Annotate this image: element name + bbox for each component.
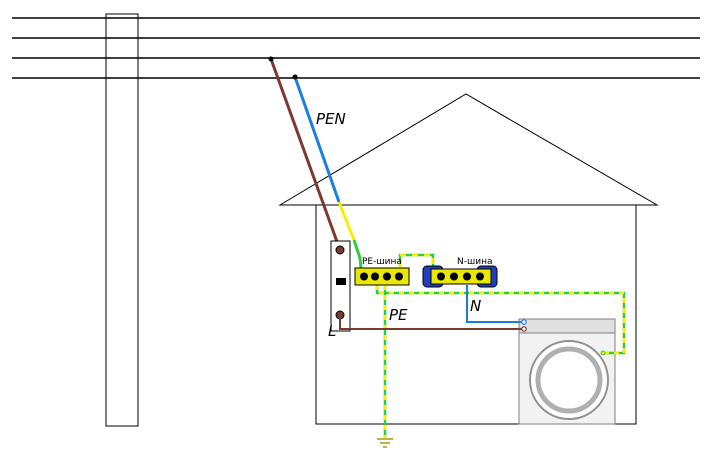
phase-wire-to-appliance	[339, 315, 524, 330]
appliance-pe-terminal	[600, 350, 606, 356]
circuit-breaker-toggle	[336, 278, 346, 285]
pe-bus	[354, 267, 410, 286]
appliance-l-terminal	[521, 326, 527, 332]
label-n-bus: N-шина	[457, 257, 492, 267]
circuit-breaker	[330, 240, 351, 332]
pen-wire	[293, 76, 363, 269]
neutral-wire-to-appliance	[466, 285, 524, 323]
washing-machine-door-inner	[535, 346, 603, 414]
label-pe: PE	[389, 306, 408, 324]
pe-bus-bar	[354, 267, 410, 286]
label-l: L	[328, 322, 336, 340]
ground-symbol	[377, 438, 393, 448]
pe-wires	[375, 253, 626, 438]
circuit-breaker-body	[330, 240, 351, 332]
house-walls	[315, 205, 637, 425]
house-roof	[278, 93, 659, 206]
n-bus	[422, 265, 498, 288]
circuit-breaker-top-terminal	[335, 245, 345, 255]
label-pen: PEN	[316, 110, 346, 128]
washing-machine-top-panel	[518, 318, 616, 334]
overhead-lines	[12, 17, 700, 79]
label-n: N	[470, 297, 481, 315]
pen-wire-pole-connection	[292, 74, 298, 80]
utility-pole	[105, 13, 139, 427]
washing-machine	[518, 318, 616, 425]
n-bus-bar	[430, 268, 492, 285]
label-pe-bus: PE-шина	[362, 257, 402, 267]
phase-wire-pole-connection	[268, 56, 274, 62]
phase-wire-incoming	[269, 58, 342, 251]
appliance-n-terminal	[521, 319, 527, 325]
